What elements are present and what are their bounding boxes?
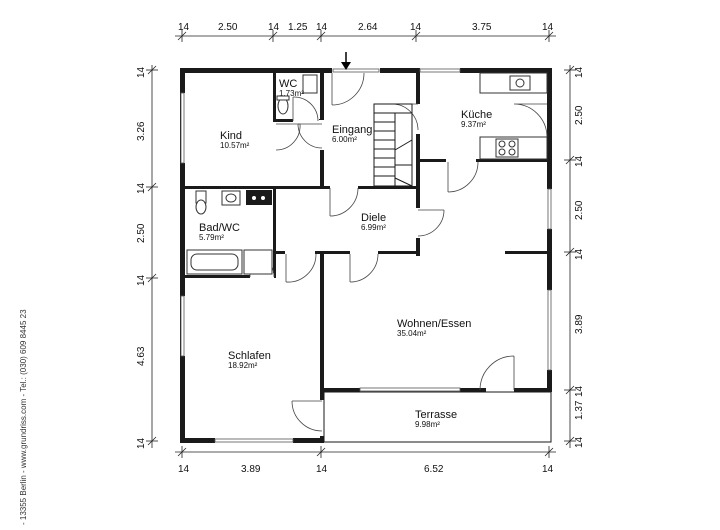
room-eingang-area: 6.00m² xyxy=(332,135,357,144)
room-terrasse-name: Terrasse xyxy=(415,409,457,421)
room-kueche-area: 9.37m² xyxy=(461,120,486,129)
room-wohnen-name: Wohnen/Essen xyxy=(397,318,471,330)
right-dim-5: 14 xyxy=(574,248,585,260)
room-kind-name: Kind xyxy=(220,130,242,142)
windows xyxy=(180,68,552,443)
right-dim-9: 14 xyxy=(574,436,585,448)
left-dim-7: 14 xyxy=(136,437,147,449)
bottom-dim-2: 3.89 xyxy=(241,464,261,475)
top-dim-3: 14 xyxy=(268,22,280,33)
bad-shaft xyxy=(246,190,272,205)
right-dim-6: 3.89 xyxy=(574,314,585,334)
right-dimension-line: 14 2.50 14 2.50 14 3.89 14 1.37 14 xyxy=(564,65,585,448)
entrance-arrow-icon xyxy=(341,52,351,70)
room-terrasse-area: 9.98m² xyxy=(415,420,440,429)
room-schlafen-name: Schlafen xyxy=(228,350,271,362)
bottom-dim-1: 14 xyxy=(178,464,190,475)
room-kueche-name: Küche xyxy=(461,109,492,121)
left-dim-6: 4.63 xyxy=(136,346,147,366)
left-dim-3: 14 xyxy=(136,182,147,194)
room-eingang-name: Eingang xyxy=(332,124,372,136)
top-dim-8: 3.75 xyxy=(472,22,492,33)
stove xyxy=(495,138,519,158)
bottom-dim-3: 14 xyxy=(316,464,328,475)
top-dim-6: 2.64 xyxy=(358,22,378,33)
top-dimension-line: 14 2.50 14 1.25 14 2.64 14 3.75 14 xyxy=(175,22,556,42)
right-dim-1: 14 xyxy=(574,66,585,78)
right-dim-3: 14 xyxy=(574,155,585,167)
room-wc-name: WC xyxy=(279,78,297,90)
bottom-dimension-line: 14 3.89 14 6.52 14 xyxy=(175,446,556,475)
room-bad-name: Bad/WC xyxy=(199,222,240,234)
doors xyxy=(249,72,548,432)
left-dim-2: 3.26 xyxy=(136,121,147,141)
top-dim-9: 14 xyxy=(542,22,554,33)
top-dim-1: 14 xyxy=(178,22,190,33)
sidebar-contact-text: - 13355 Berlin - www.grundriss.com - Tel… xyxy=(19,309,28,525)
top-dim-4: 1.25 xyxy=(288,22,308,33)
right-dim-4: 2.50 xyxy=(574,200,585,220)
room-wc-area: 1.73m² xyxy=(279,89,304,98)
fixtures xyxy=(186,72,548,275)
shower xyxy=(243,249,273,275)
room-diele-area: 6.99m² xyxy=(361,223,386,232)
room-kind-area: 10.57m² xyxy=(220,141,250,150)
top-dim-2: 2.50 xyxy=(218,22,238,33)
left-dimension-line: 14 3.26 14 2.50 14 4.63 14 xyxy=(136,65,158,449)
room-diele-name: Diele xyxy=(361,212,386,224)
right-dim-8: 1.37 xyxy=(574,400,585,420)
top-dim-5: 14 xyxy=(316,22,328,33)
room-bad-area: 5.79m² xyxy=(199,233,224,242)
left-dim-1: 14 xyxy=(136,66,147,78)
left-dim-5: 14 xyxy=(136,274,147,286)
top-dim-7: 14 xyxy=(410,22,422,33)
room-schlafen-area: 18.92m² xyxy=(228,361,258,370)
bottom-dim-4: 6.52 xyxy=(424,464,444,475)
right-dim-7: 14 xyxy=(574,385,585,397)
wc-sink xyxy=(302,74,318,94)
terrace-outline xyxy=(323,391,552,443)
bottom-dim-5: 14 xyxy=(542,464,554,475)
room-wohnen-area: 35.04m² xyxy=(397,329,427,338)
left-dim-4: 2.50 xyxy=(136,223,147,243)
right-dim-2: 2.50 xyxy=(574,105,585,125)
stairs xyxy=(373,103,413,187)
